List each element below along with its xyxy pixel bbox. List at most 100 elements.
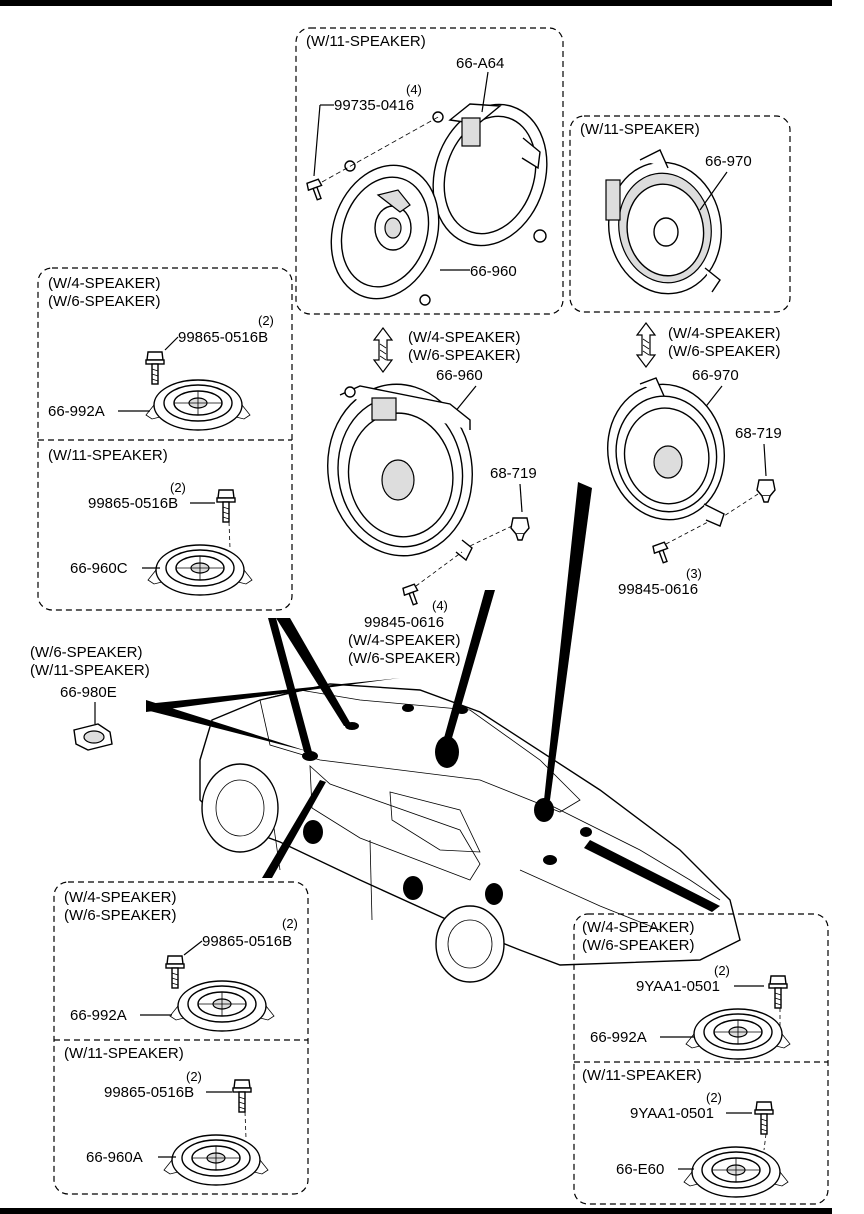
label-66-980e: 66-980E bbox=[60, 684, 117, 701]
door-speaker-spot bbox=[403, 876, 423, 900]
door-speaker-spot bbox=[303, 820, 323, 844]
qty-bolt: (2) bbox=[170, 480, 186, 495]
label-speaker: 66-960C bbox=[70, 560, 128, 577]
bolt-icon bbox=[216, 489, 236, 523]
rear-speaker-11 bbox=[605, 149, 723, 295]
box-title-3: (W/11-SPEAKER) bbox=[582, 1067, 702, 1084]
screw-icon bbox=[401, 583, 423, 608]
cond-4: (W/6-SPEAKER) bbox=[348, 650, 461, 667]
cond-3: (W/4-SPEAKER) bbox=[348, 632, 461, 649]
cond-2: (W/6-SPEAKER) bbox=[668, 343, 781, 360]
label-66-a64: 66-A64 bbox=[456, 55, 504, 72]
rear-door-speaker-spot bbox=[485, 883, 503, 905]
swap-arrow-icon bbox=[373, 327, 393, 373]
swap-arrow-icon bbox=[636, 322, 656, 368]
box-title-1: (W/4-SPEAKER) bbox=[64, 889, 177, 906]
leader-lines bbox=[146, 482, 720, 912]
label-bolt: 99865-0516B bbox=[178, 329, 268, 346]
front-door-speaker-spot bbox=[435, 736, 459, 768]
left-upper-box: (W/4-SPEAKER) (W/6-SPEAKER) (2) 99865-05… bbox=[37, 267, 293, 611]
top-center-box: (W/11-SPEAKER) 66-A64 (4) 99735-0416 bbox=[295, 27, 564, 315]
box-title: (W/11-SPEAKER) bbox=[580, 121, 700, 138]
rear-wheel bbox=[435, 905, 505, 983]
cond-1: (W/4-SPEAKER) bbox=[668, 325, 781, 342]
bolt-icon bbox=[232, 1079, 252, 1113]
center-spot bbox=[402, 704, 414, 712]
label-66-960-mid: 66-960 bbox=[436, 367, 483, 384]
middle-center-group: (W/4-SPEAKER) (W/6-SPEAKER) 66-960 68-71… bbox=[327, 327, 537, 667]
label-bolt: 99865-0516B bbox=[202, 933, 292, 950]
qty-bolt: (2) bbox=[282, 916, 298, 931]
bottom-left-box: (W/4-SPEAKER) (W/6-SPEAKER) (2) 99865-05… bbox=[53, 881, 309, 1195]
qty-bolt: (2) bbox=[706, 1090, 722, 1105]
box-title-3: (W/11-SPEAKER) bbox=[64, 1045, 184, 1062]
clip-icon bbox=[756, 479, 776, 503]
screw-icon bbox=[651, 541, 673, 566]
bolt-icon bbox=[145, 351, 165, 385]
label-speaker: 66-992A bbox=[48, 403, 105, 420]
box-title-1: (W/4-SPEAKER) bbox=[48, 275, 161, 292]
label-99845-0616-mid: 99845-0616 bbox=[364, 614, 444, 631]
qty-bolt: (2) bbox=[258, 313, 274, 328]
door-speaker-11 bbox=[330, 160, 440, 306]
cond-2: (W/11-SPEAKER) bbox=[30, 662, 150, 679]
tweeter-spot bbox=[302, 751, 318, 761]
rear-speaker-4-6 bbox=[606, 377, 726, 527]
clip-icon bbox=[510, 517, 530, 541]
rear-speaker-spot bbox=[534, 798, 554, 822]
cond-1: (W/6-SPEAKER) bbox=[30, 644, 143, 661]
top-rule bbox=[0, 0, 832, 6]
label-66-970-top: 66-970 bbox=[705, 153, 752, 170]
qty-99735: (4) bbox=[406, 82, 422, 97]
label-bolt: 99865-0516B bbox=[88, 495, 178, 512]
cond-1: (W/4-SPEAKER) bbox=[408, 329, 521, 346]
label-speaker: 66-992A bbox=[70, 1007, 127, 1024]
tweeter-66-960a bbox=[163, 1134, 269, 1186]
qty-bolt: (2) bbox=[714, 963, 730, 978]
tweeter-66-992a bbox=[169, 980, 275, 1032]
speaker-adapter-ring bbox=[432, 103, 548, 247]
label-bolt: 99865-0516B bbox=[104, 1084, 194, 1101]
tweeter-66-992a bbox=[685, 1008, 791, 1060]
label-68-719-mid: 68-719 bbox=[490, 465, 537, 482]
box-title-2: (W/6-SPEAKER) bbox=[48, 293, 161, 310]
car-illustration bbox=[199, 683, 741, 983]
bolt-icon bbox=[165, 955, 185, 989]
label-bolt: 9YAA1-0501 bbox=[636, 978, 720, 995]
tweeter-66-e60 bbox=[683, 1146, 789, 1198]
top-right-box: (W/11-SPEAKER) 66-970 bbox=[569, 115, 791, 313]
qty-bolt: (2) bbox=[186, 1069, 202, 1084]
box-title: (W/11-SPEAKER) bbox=[306, 33, 426, 50]
tweeter-66-980e-group: (W/6-SPEAKER) (W/11-SPEAKER) 66-980E bbox=[30, 644, 150, 751]
rear-spot bbox=[580, 827, 592, 837]
label-speaker: 66-E60 bbox=[616, 1161, 664, 1178]
box-title-2: (W/6-SPEAKER) bbox=[64, 907, 177, 924]
door-speaker-4-6 bbox=[327, 383, 473, 562]
bottom-right-box: (W/4-SPEAKER) (W/6-SPEAKER) (2) 9YAA1-05… bbox=[573, 913, 829, 1205]
box-title-2: (W/6-SPEAKER) bbox=[582, 937, 695, 954]
bolt-icon bbox=[768, 975, 788, 1009]
label-99845-0616-right: 99845-0616 bbox=[618, 581, 698, 598]
tweeter-66-960c bbox=[147, 544, 253, 596]
box-title-1: (W/4-SPEAKER) bbox=[582, 919, 695, 936]
label-bolt: 9YAA1-0501 bbox=[630, 1105, 714, 1122]
label-speaker: 66-992A bbox=[590, 1029, 647, 1046]
label-68-719-right: 68-719 bbox=[735, 425, 782, 442]
screw-icon bbox=[305, 178, 327, 203]
bottom-rule bbox=[0, 1208, 832, 1214]
rear-spot bbox=[543, 855, 557, 865]
qty-99845-mid: (4) bbox=[432, 598, 448, 613]
box-title-3: (W/11-SPEAKER) bbox=[48, 447, 168, 464]
label-99735-0416: 99735-0416 bbox=[334, 97, 414, 114]
label-66-970-mid: 66-970 bbox=[692, 367, 739, 384]
middle-right-group: (W/4-SPEAKER) (W/6-SPEAKER) 66-970 68-71… bbox=[606, 322, 782, 598]
front-wheel bbox=[201, 763, 279, 853]
bolt-icon bbox=[754, 1101, 774, 1135]
qty-99845-right: (3) bbox=[686, 566, 702, 581]
cond-2: (W/6-SPEAKER) bbox=[408, 347, 521, 364]
label-66-960-top: 66-960 bbox=[470, 263, 517, 280]
label-speaker: 66-960A bbox=[86, 1149, 143, 1166]
speaker-connector-icon bbox=[73, 723, 113, 751]
tweeter-66-992a bbox=[145, 379, 251, 431]
